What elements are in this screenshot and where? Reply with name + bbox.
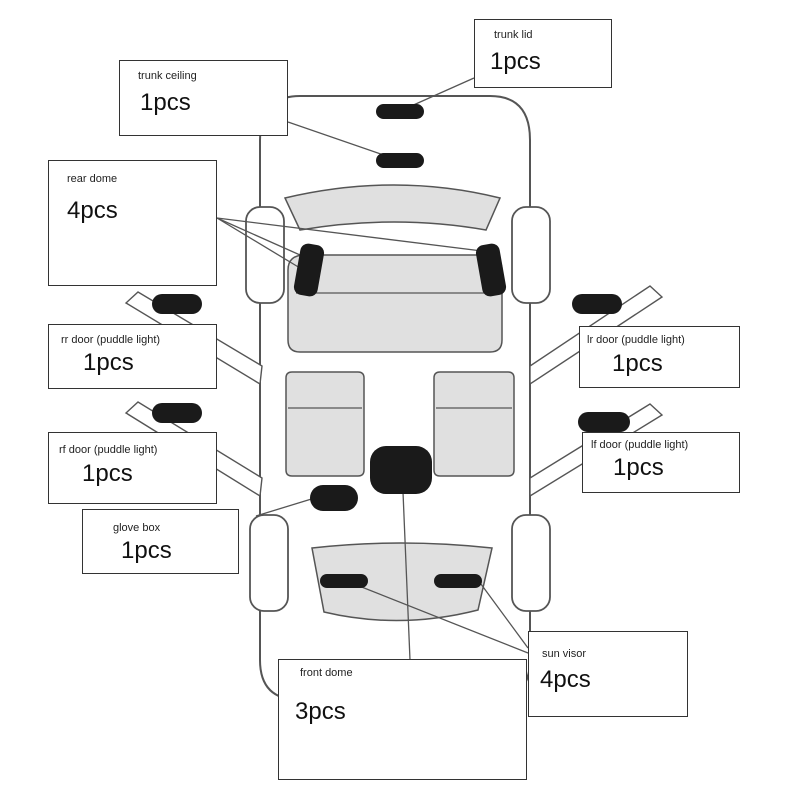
windshield — [311, 542, 493, 622]
light-pads — [152, 104, 630, 588]
front-left-wheel — [249, 514, 289, 612]
callout-trunk-ceiling: trunk ceiling 1pcs — [119, 60, 288, 136]
trunk-ceiling-light — [376, 153, 424, 168]
right-front-seat — [433, 371, 515, 477]
callout-quantity: 1pcs — [83, 349, 134, 376]
callout-quantity: 1pcs — [613, 454, 664, 481]
callout-trunk-lid: trunk lid 1pcs — [474, 19, 612, 88]
rear-window — [283, 184, 502, 231]
glove-box-light — [310, 485, 358, 511]
callout-label: glove box — [113, 522, 161, 534]
rear-dome-light-left — [293, 243, 325, 297]
trunk-lid-light — [376, 104, 424, 119]
rr-door-light — [152, 294, 202, 314]
callout-label: rf door (puddle light) — [59, 444, 158, 456]
front-right-wheel — [511, 514, 551, 612]
callout-label: trunk ceiling — [138, 70, 197, 82]
callout-quantity: 1pcs — [121, 537, 172, 564]
callout-label: rear dome — [67, 173, 118, 185]
callout-label: sun visor — [542, 648, 587, 660]
rf-door-light — [152, 403, 202, 423]
callout-label: lr door (puddle light) — [587, 334, 685, 346]
callout-front-dome: front dome 3pcs — [278, 659, 527, 780]
rear-right-wheel — [511, 206, 551, 304]
sun-visor-light-right — [434, 574, 482, 588]
lr-door-light — [572, 294, 622, 314]
callout-rear-dome: rear dome 4pcs — [48, 160, 217, 286]
callout-label: lf door (puddle light) — [591, 439, 689, 451]
front-dome-light — [370, 446, 432, 494]
callout-lr-door: lr door (puddle light) 1pcs — [579, 326, 740, 388]
callout-rf-door: rf door (puddle light) 1pcs — [48, 432, 217, 504]
callout-glove-box: glove box 1pcs — [82, 509, 239, 574]
callout-quantity: 1pcs — [82, 460, 133, 487]
lf-door-light — [578, 412, 630, 432]
callout-label: front dome — [300, 667, 353, 679]
callout-quantity: 4pcs — [67, 197, 118, 224]
callout-rr-door: rr door (puddle light) 1pcs — [48, 324, 217, 389]
callout-label: rr door (puddle light) — [61, 334, 161, 346]
rear-left-wheel — [245, 206, 285, 304]
callout-quantity: 4pcs — [540, 666, 591, 693]
left-front-seat — [285, 371, 365, 477]
callout-quantity: 3pcs — [295, 698, 346, 725]
callout-quantity: 1pcs — [612, 350, 663, 377]
rear-dome-light-right — [475, 243, 507, 297]
rear-seat — [287, 254, 503, 353]
leader-lines — [216, 77, 529, 661]
callout-lf-door: lf door (puddle light) 1pcs — [582, 432, 740, 493]
callout-quantity: 1pcs — [490, 48, 541, 75]
sun-visor-light-left — [320, 574, 368, 588]
callout-quantity: 1pcs — [140, 89, 191, 116]
callout-sun-visor: sun visor 4pcs — [528, 631, 688, 717]
callout-label: trunk lid — [494, 29, 533, 41]
